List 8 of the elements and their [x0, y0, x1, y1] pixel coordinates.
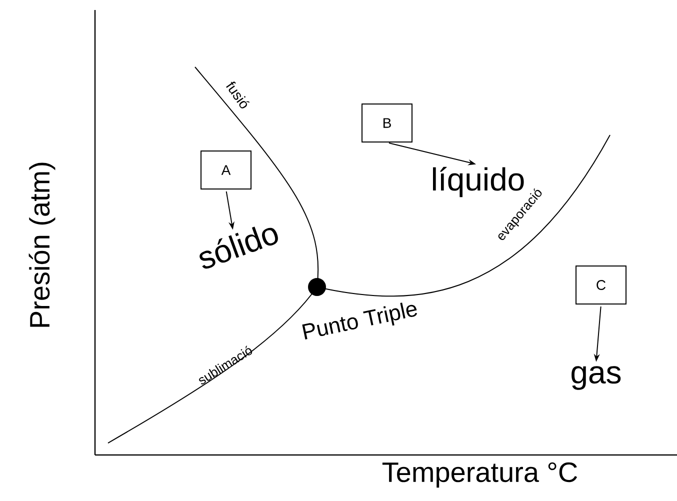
letter-box: C — [576, 266, 626, 304]
letter-box: B — [362, 104, 412, 142]
phase-name: gas — [572, 366, 621, 390]
letter-box: A — [200, 150, 252, 190]
axis-title: Temperatura °C — [382, 462, 578, 488]
axis-title: Presión (atm) — [28, 162, 56, 327]
point-label: Punto Triple — [302, 302, 417, 340]
phase-name: sólido — [200, 226, 278, 269]
